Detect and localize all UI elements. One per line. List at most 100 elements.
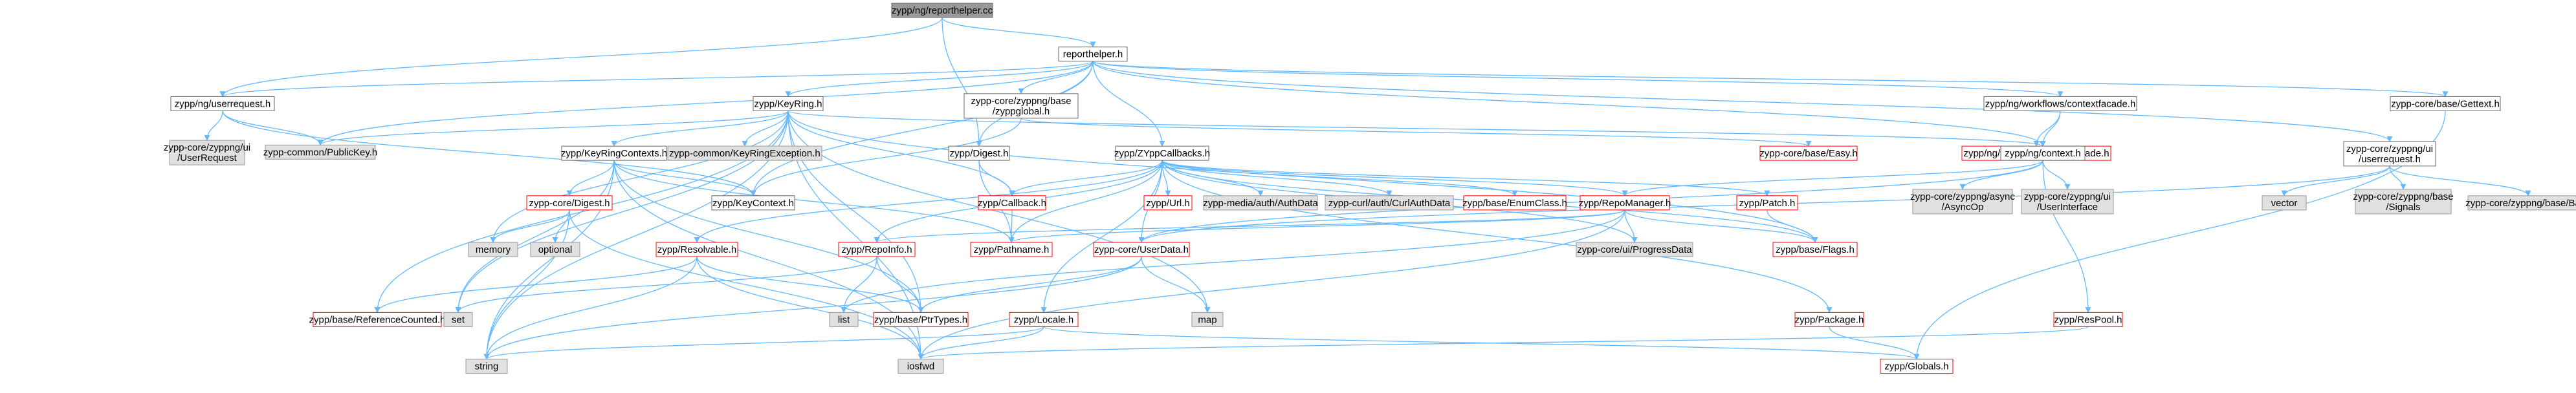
node-curlauthdata[interactable]: zypp-curl/auth/CurlAuthData: [1325, 195, 1454, 211]
node-box-authdata[interactable]: [1203, 195, 1318, 211]
node-callback[interactable]: zypp/Callback.h: [978, 195, 1046, 211]
node-box-memory[interactable]: [468, 242, 518, 257]
node-box-progressdata[interactable]: [1576, 242, 1693, 257]
node-easy[interactable]: zypp-core/base/Easy.h: [1759, 145, 1858, 161]
node-userrequest_h[interactable]: zypp/ng/userrequest.h: [170, 96, 275, 111]
node-resolvable[interactable]: zypp/Resolvable.h: [655, 242, 738, 257]
node-asyncop[interactable]: zypp-core/zyppng/async/AsyncOp: [1910, 189, 2015, 215]
node-box-asyncop[interactable]: [1912, 189, 2013, 215]
node-box-locale[interactable]: [1009, 312, 1079, 327]
node-userinterface[interactable]: zypp-core/zyppng/ui/UserInterface: [2021, 189, 2114, 215]
node-set[interactable]: set: [443, 312, 473, 327]
node-box-keycontext[interactable]: [711, 195, 795, 211]
node-memory[interactable]: memory: [468, 242, 518, 257]
node-map[interactable]: map: [1191, 312, 1224, 327]
node-box-package[interactable]: [1794, 312, 1864, 327]
node-respool[interactable]: zypp/ResPool.h: [2053, 312, 2123, 327]
node-box-reporthelper[interactable]: [1058, 47, 1128, 62]
edge-repomanager-to-list: [841, 209, 1625, 313]
node-basebase[interactable]: zypp-core/zyppng/base/Base: [2465, 195, 2576, 211]
node-box-signals[interactable]: [2355, 189, 2452, 215]
node-box-publickey[interactable]: [265, 144, 376, 160]
node-string[interactable]: string: [465, 359, 508, 374]
node-ptrtypes[interactable]: zypp/base/PtrTypes.h: [873, 312, 969, 327]
node-box-enumclass[interactable]: [1463, 195, 1567, 211]
node-flags[interactable]: zypp/base/Flags.h: [1772, 242, 1858, 257]
node-iosfwd[interactable]: iosfwd: [897, 359, 944, 374]
node-box-gettext[interactable]: [2390, 96, 2501, 111]
node-box-curlauthdata[interactable]: [1325, 195, 1454, 211]
node-box-repoinfo[interactable]: [838, 242, 916, 257]
node-box-contextfacade[interactable]: [1983, 96, 2137, 111]
node-box-globals[interactable]: [1880, 359, 1954, 374]
node-globals[interactable]: zypp/Globals.h: [1880, 359, 1954, 374]
node-ui_userrequest_h[interactable]: zypp-core/zyppng/ui/userrequest.h: [2343, 141, 2436, 167]
node-box-basebase[interactable]: [2467, 195, 2576, 211]
node-contextfacade[interactable]: zypp/ng/workflows/contextfacade.h: [1983, 96, 2137, 111]
node-digest_h[interactable]: zypp/Digest.h: [948, 145, 1010, 161]
node-box-callback[interactable]: [978, 195, 1046, 211]
node-box-string[interactable]: [465, 359, 508, 374]
node-progressdata[interactable]: zypp-core/ui/ProgressData: [1576, 242, 1693, 257]
node-repoinfo[interactable]: zypp/RepoInfo.h: [838, 242, 916, 257]
node-keycontext[interactable]: zypp/KeyContext.h: [711, 195, 795, 211]
node-box-ptrtypes[interactable]: [873, 312, 969, 327]
node-keyringcontexts[interactable]: zypp/KeyRingContexts.h: [561, 145, 667, 161]
node-box-optional[interactable]: [530, 242, 580, 257]
node-box-flags[interactable]: [1772, 242, 1858, 257]
node-box-map[interactable]: [1191, 312, 1224, 327]
node-box-keyringexception[interactable]: [667, 145, 822, 161]
node-signals[interactable]: zypp-core/zyppng/base/Signals: [2353, 189, 2454, 215]
node-box-keyringcontexts[interactable]: [561, 145, 667, 161]
node-box-list[interactable]: [829, 312, 859, 327]
node-core_digest[interactable]: zypp-core/Digest.h: [526, 195, 613, 211]
node-refcounted[interactable]: zypp/base/ReferenceCounted.h: [309, 312, 446, 327]
node-zyppcallbacks[interactable]: zypp/ZYppCallbacks.h: [1114, 145, 1210, 161]
node-repomanager[interactable]: zypp/RepoManager.h: [1579, 195, 1671, 211]
node-box-context_h[interactable]: [2000, 145, 2086, 161]
node-root[interactable]: zypp/ng/reporthelper.cc: [891, 3, 993, 18]
node-reporthelper[interactable]: reporthelper.h: [1058, 47, 1128, 62]
node-box-url[interactable]: [1143, 195, 1193, 211]
node-package[interactable]: zypp/Package.h: [1794, 312, 1864, 327]
node-box-ui_userrequest[interactable]: [169, 140, 245, 165]
node-box-resolvable[interactable]: [655, 242, 738, 257]
node-gettext[interactable]: zypp-core/base/Gettext.h: [2390, 96, 2501, 111]
node-box-patch[interactable]: [1736, 195, 1798, 211]
node-zyppglobal[interactable]: zypp-core/zyppng/base/zyppglobal.h: [963, 93, 1079, 119]
node-box-pathname[interactable]: [970, 242, 1053, 257]
node-enumclass[interactable]: zypp/base/EnumClass.h: [1462, 195, 1567, 211]
node-box-repomanager[interactable]: [1580, 195, 1670, 211]
node-box-zyppcallbacks[interactable]: [1115, 145, 1209, 161]
node-box-zyppglobal[interactable]: [963, 93, 1079, 119]
node-authdata[interactable]: zypp-media/auth/AuthData: [1203, 195, 1318, 211]
node-box-vector[interactable]: [2262, 195, 2307, 211]
node-box-digest_h[interactable]: [948, 145, 1010, 161]
node-label-locale: zypp/Locale.h: [1014, 314, 1074, 325]
node-locale[interactable]: zypp/Locale.h: [1009, 312, 1079, 327]
node-keyring[interactable]: zypp/KeyRing.h: [753, 96, 824, 111]
node-publickey[interactable]: zypp-common/PublicKey.h: [263, 144, 377, 160]
node-pathname[interactable]: zypp/Pathname.h: [970, 242, 1053, 257]
node-keyringexception[interactable]: zypp-common/KeyRingException.h: [667, 145, 822, 161]
node-box-keyring[interactable]: [753, 96, 824, 111]
node-url[interactable]: zypp/Url.h: [1143, 195, 1193, 211]
node-box-refcounted[interactable]: [313, 312, 442, 327]
node-box-easy[interactable]: [1759, 145, 1858, 161]
node-context_h[interactable]: zypp/ng/context.h: [2000, 145, 2086, 161]
node-box-userdata[interactable]: [1093, 242, 1190, 257]
node-box-userinterface[interactable]: [2021, 189, 2114, 215]
node-vector[interactable]: vector: [2262, 195, 2307, 211]
node-patch[interactable]: zypp/Patch.h: [1736, 195, 1798, 211]
node-ui_userrequest[interactable]: zypp-core/zyppng/ui/UserRequest: [164, 140, 250, 165]
node-box-root[interactable]: [891, 3, 993, 18]
node-list[interactable]: list: [829, 312, 859, 327]
node-box-userrequest_h[interactable]: [170, 96, 275, 111]
node-box-ui_userrequest_h[interactable]: [2343, 141, 2436, 167]
node-box-core_digest[interactable]: [526, 195, 613, 211]
node-optional[interactable]: optional: [530, 242, 580, 257]
node-box-iosfwd[interactable]: [897, 359, 944, 374]
node-box-set[interactable]: [443, 312, 473, 327]
node-box-respool[interactable]: [2053, 312, 2123, 327]
node-userdata[interactable]: zypp-core/UserData.h: [1093, 242, 1190, 257]
